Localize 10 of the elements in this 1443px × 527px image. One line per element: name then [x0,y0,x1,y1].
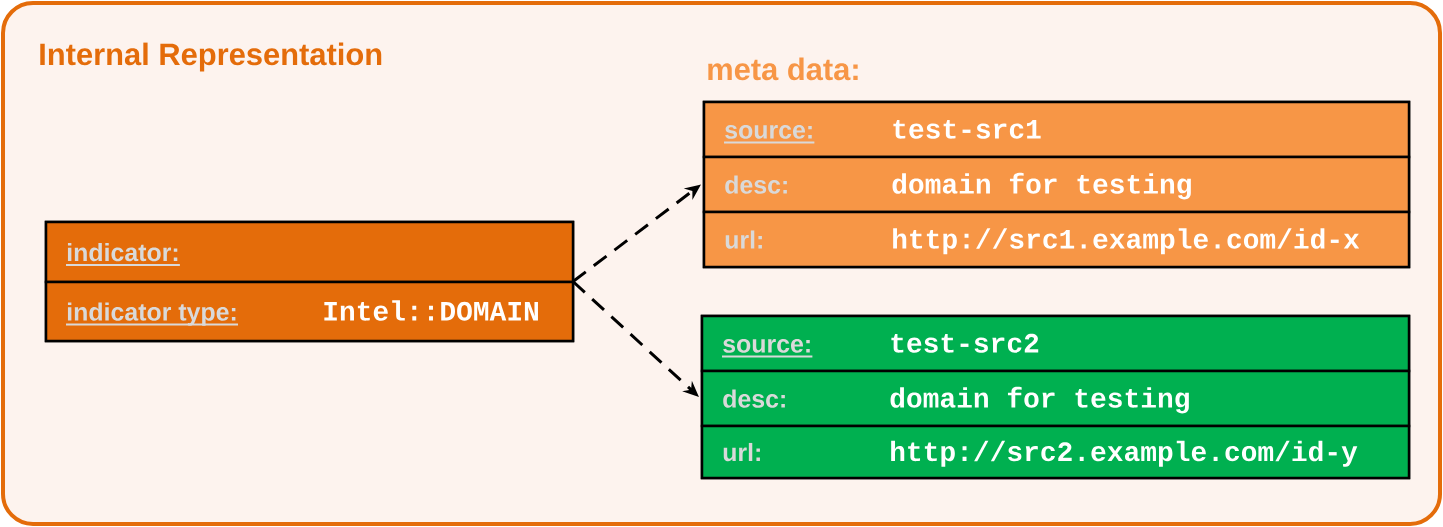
table-row: indicator type: Intel::DOMAIN [44,280,575,343]
table-row: source: test-src2 [700,314,1411,373]
table-row: source: test-src1 [702,100,1411,159]
table-row: url: http://src2.example.com/id-y [700,424,1411,480]
table-row: url: http://src1.example.com/id-x [702,210,1411,269]
table-row: desc: domain for testing [700,369,1411,428]
table-heading: meta data: [708,57,858,81]
title: Internal Representation [40,42,382,72]
table-row: indicator: [44,220,575,284]
table-row: desc: domain for testing [702,155,1411,214]
